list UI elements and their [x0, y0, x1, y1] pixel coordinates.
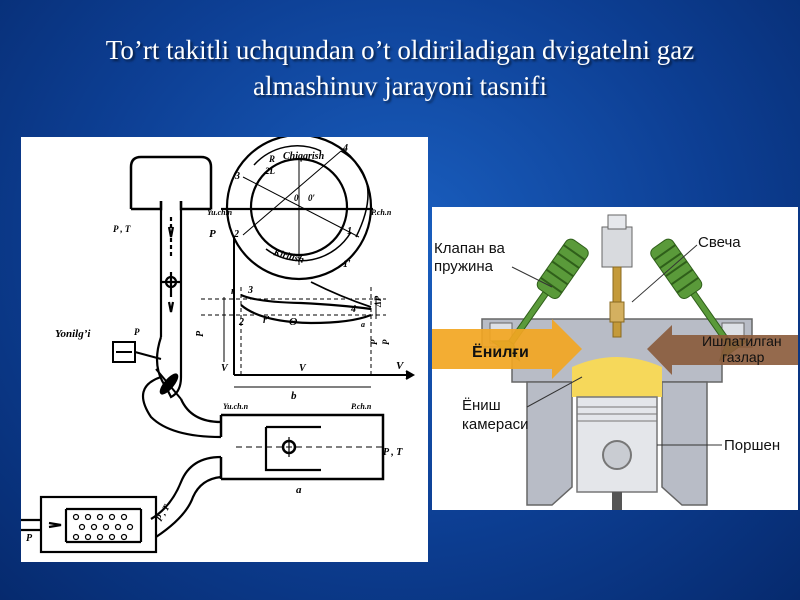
figure-b-label: b — [291, 390, 297, 402]
pv-point-r-prime: r′ — [263, 315, 270, 326]
exhaust-gases-label-2: газлар — [722, 349, 765, 365]
pv-pr-label: P — [195, 330, 206, 337]
valve-spring-label-2: пружина — [434, 258, 494, 275]
r-label: R — [268, 154, 275, 164]
pv-diagram — [201, 237, 416, 388]
pv-vh-label: V — [299, 363, 307, 374]
figure-a-label: a — [296, 484, 302, 496]
slide-title-line2: almashinuv jarayoni tasnifi — [253, 71, 547, 101]
p-ch-n-circle-label: P.ch.n — [371, 208, 392, 217]
spark-plug-label: Свеча — [698, 234, 741, 251]
center-o-label: 0 — [294, 193, 299, 203]
gas-exchange-schematic: Yonilg’i P P , T — [21, 137, 428, 562]
muffler-holes — [72, 513, 134, 541]
yu-ch-n-circle-label: Yu.ch.n — [207, 208, 233, 217]
p0-exhaust-label: P — [26, 533, 33, 544]
spark-plug — [601, 214, 633, 338]
exhaust-pipe — [21, 455, 222, 554]
cylinder — [219, 413, 385, 481]
pc-tc-label: P , T — [113, 224, 131, 234]
engine-cross-section: Клапан ва пружина Свеча Ёнилғи Ишлатилга… — [432, 207, 798, 510]
slide-title-line1: To’rt takitli uchqundan o’t oldiriladiga… — [105, 35, 695, 65]
pv-point-r: r — [231, 286, 235, 297]
pv-theta-label: Θ — [289, 316, 298, 328]
p-ch-n-cylinder-label: P.ch.n — [351, 402, 372, 411]
pv-point-4: 4 — [350, 304, 356, 315]
intake-phase-label: Kiritish — [271, 247, 305, 266]
intake-flow-arrow — [432, 319, 582, 379]
pa-ta-label: P , T — [383, 447, 403, 458]
cylinder-block — [526, 381, 708, 506]
combustion-chamber-label-2: камераси — [462, 416, 528, 433]
circle-point-2: 2 — [233, 229, 239, 240]
fuel-label: Yonilg’i — [55, 328, 91, 340]
combustion-chamber-label-1: Ёниш — [462, 397, 501, 414]
two-l-label: 2L — [264, 166, 276, 176]
pv-vc-label: V — [221, 363, 229, 374]
pv-point-a: a — [361, 320, 365, 329]
pv-pa-label: P — [369, 339, 379, 345]
air-filter-housing — [129, 155, 213, 211]
exhaust-phase-label: Chiqarish — [283, 151, 325, 162]
piston — [576, 396, 658, 510]
leader-lines — [511, 244, 722, 446]
valve-spring-label-1: Клапан ва — [434, 240, 506, 257]
piston-label: Поршен — [724, 437, 780, 454]
circle-point-4: 4 — [342, 143, 348, 154]
circle-point-3: 3 — [234, 171, 240, 182]
pv-point-3: 3 — [247, 285, 253, 296]
center-o-prime-label: 0′ — [308, 193, 316, 203]
fuel-carburettor — [112, 341, 182, 400]
pv-p0-label: P — [381, 339, 391, 345]
combustion-chamber — [572, 357, 662, 397]
yu-ch-n-cylinder-label: Yu.ch.n — [223, 402, 249, 411]
exhaust-flow-arrow — [647, 325, 798, 375]
pv-v-axis-label: V — [396, 360, 405, 372]
pressure-p0-engine-label: P — [134, 327, 140, 337]
pv-delta-p-label: ΔP — [373, 295, 383, 308]
circle-point-1: 1 — [347, 226, 352, 237]
pv-p-axis-label: P — [209, 228, 216, 240]
valve-timing-circle — [221, 137, 373, 281]
pv-point-2: 2 — [238, 317, 244, 328]
exhaust-gases-label-1: Ишлатилган — [702, 333, 782, 349]
fuel-label-ru: Ёнилғи — [472, 343, 529, 361]
intake-pipe — [141, 201, 222, 439]
circle-point-1-prime: 1′ — [343, 259, 351, 270]
slide-title: To’rt takitli uchqundan o’t oldiriladiga… — [40, 32, 760, 104]
